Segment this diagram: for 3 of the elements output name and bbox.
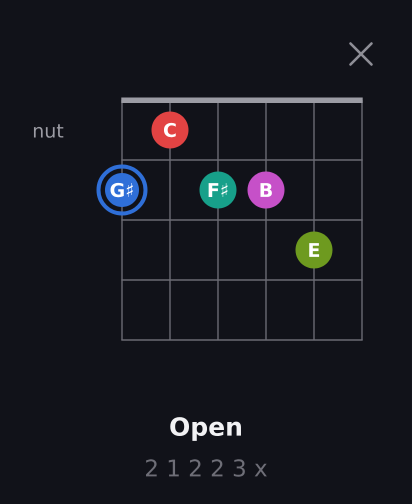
chord-title: Open [170,417,241,441]
fingering-label: 2 1 2 2 3 x [146,459,267,477]
nut-label: nut [34,124,64,138]
